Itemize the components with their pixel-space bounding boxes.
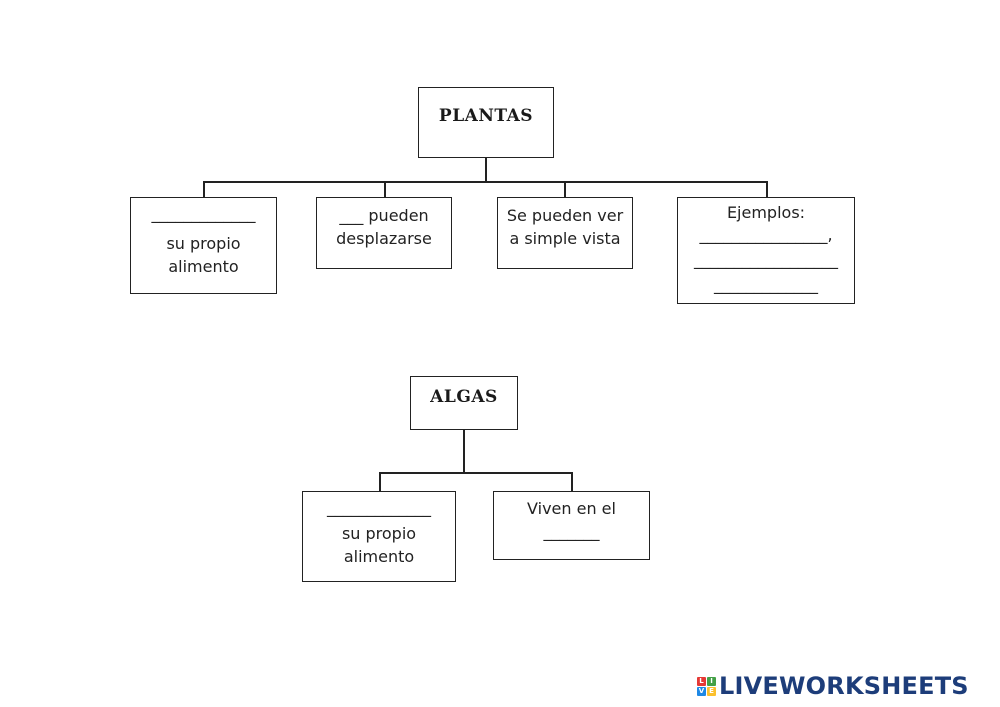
plantas-stem-line xyxy=(485,158,487,182)
plantas-title: PLANTAS xyxy=(438,106,534,126)
plantas-desplazarse-line1[interactable]: ___ pueden xyxy=(339,206,429,225)
plantas-drop-line-2 xyxy=(384,181,386,198)
algas-title: ALGAS xyxy=(430,387,498,407)
logo-letter-l: L xyxy=(697,676,706,686)
algas-drop-line-1 xyxy=(379,472,381,492)
algas-alimento-blank[interactable]: _____________ xyxy=(327,498,431,517)
algas-box-alimento: _____________ su propio alimento xyxy=(302,491,456,582)
algas-viven-line1: Viven en el xyxy=(527,499,616,518)
plantas-alimento-line1: su propio xyxy=(166,234,241,253)
plantas-vista-line2: a simple vista xyxy=(509,229,621,248)
logo-letter-i: I xyxy=(707,676,716,686)
plantas-box-ejemplos: Ejemplos: ________________, ____________… xyxy=(677,197,855,304)
liveworksheets-logo-icon: L I V E xyxy=(697,676,716,696)
algas-box-viven: Viven en el _______ xyxy=(493,491,650,560)
plantas-ejemplos-blank-2[interactable]: __________________ xyxy=(694,250,838,269)
plantas-alimento-blank[interactable]: _____________ xyxy=(151,204,256,223)
plantas-title-box: PLANTAS xyxy=(418,87,554,158)
algas-branch-line xyxy=(379,472,572,474)
plantas-vista-line1: Se pueden ver xyxy=(506,206,624,225)
algas-drop-line-2 xyxy=(571,472,573,492)
plantas-ejemplos-blank-1[interactable]: ________________, xyxy=(699,225,833,244)
plantas-drop-line-4 xyxy=(766,181,768,198)
plantas-drop-line-1 xyxy=(203,181,205,198)
plantas-box-vista: Se pueden ver a simple vista xyxy=(497,197,633,269)
plantas-box-desplazarse: ___ pueden desplazarse xyxy=(316,197,452,269)
plantas-alimento-line2: alimento xyxy=(168,257,239,276)
plantas-desplazarse-line2: desplazarse xyxy=(336,229,432,248)
plantas-drop-line-3 xyxy=(564,181,566,198)
algas-title-box: ALGAS xyxy=(410,376,518,430)
algas-stem-line xyxy=(463,430,465,473)
algas-viven-blank[interactable]: _______ xyxy=(543,522,600,541)
algas-alimento-line1: su propio xyxy=(341,524,417,543)
liveworksheets-wordmark: LIVEWORKSHEETS xyxy=(719,672,969,700)
liveworksheets-logo: L I V E LIVEWORKSHEETS xyxy=(697,673,969,699)
plantas-ejemplos-blank-3[interactable]: _____________ xyxy=(714,275,818,294)
logo-letter-v: V xyxy=(697,686,706,696)
logo-letter-e: E xyxy=(707,686,716,696)
algas-alimento-line2: alimento xyxy=(343,547,415,566)
plantas-branch-line xyxy=(203,181,767,183)
plantas-box-alimento: _____________ su propio alimento xyxy=(130,197,277,294)
plantas-ejemplos-label: Ejemplos: xyxy=(726,203,806,222)
